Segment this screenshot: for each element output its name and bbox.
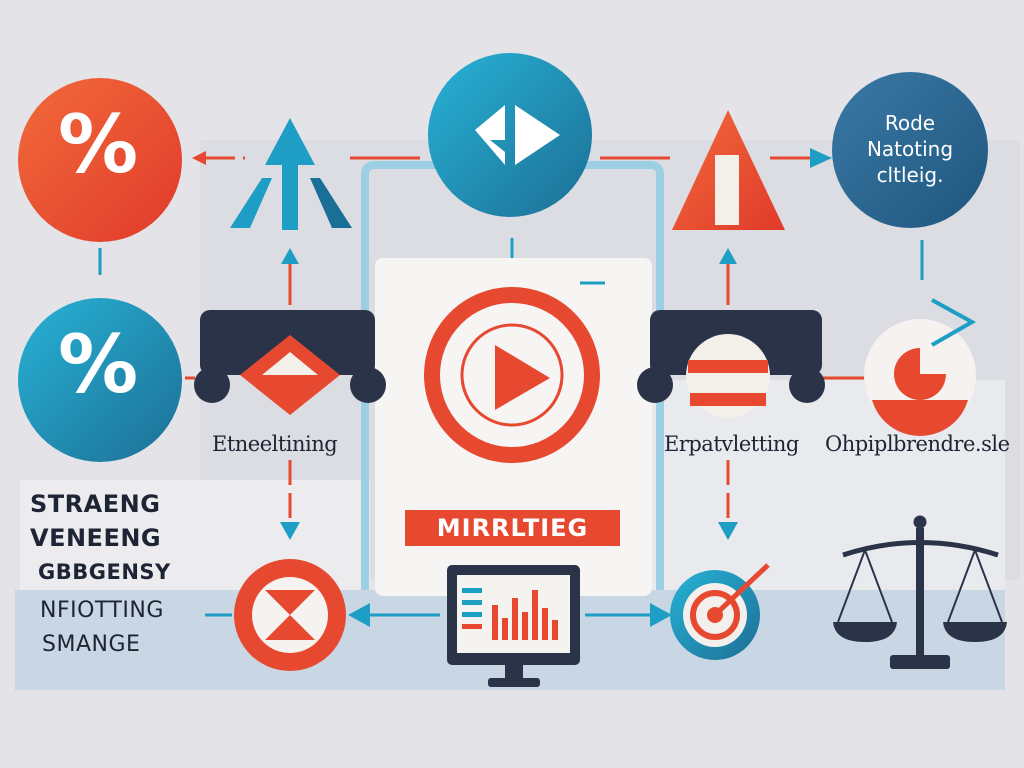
cancel-circle-icon: [234, 559, 346, 671]
circle-text-line: Rode: [884, 111, 936, 135]
circle-text-line: cltleig.: [876, 163, 944, 187]
right-vehicle-label: Erpatvletting: [664, 432, 799, 456]
percent-circle-mid: [18, 298, 182, 462]
fast-forward-circle: [428, 53, 592, 217]
percent-label-top: %: [58, 98, 139, 191]
play-button-icon: [424, 287, 600, 463]
text-circle: [832, 72, 988, 228]
left-vehicle-label: Etneeltining: [212, 432, 338, 456]
left-vehicle-icon: [194, 310, 386, 415]
target-icon: [670, 563, 770, 660]
percent-label-mid: %: [58, 318, 139, 411]
side-text-line: GBBGENSY: [38, 560, 171, 584]
side-text-line: SMANGE: [42, 632, 141, 657]
pie-label: Ohpiplbrendre.sle: [825, 432, 1010, 456]
side-text-line: VENEENG: [30, 524, 162, 552]
warning-triangle-icon: [672, 110, 785, 230]
right-vehicle-icon: [637, 310, 825, 418]
pie-chart-icon: [864, 298, 977, 436]
side-text-line: NFIOTTING: [40, 598, 164, 623]
balance-scale-icon: [833, 515, 1007, 669]
fast-forward-icon: [475, 105, 505, 165]
circle-text: Rode Natoting cltleig.: [832, 110, 988, 188]
up-arrow-icon: [230, 118, 352, 230]
center-badge-label: MIRRLTIEG: [436, 514, 589, 542]
side-text-line: STRAENG: [30, 490, 161, 518]
monitor-chart-icon: [447, 565, 580, 687]
percent-circle-top: [18, 78, 182, 242]
circle-text-line: Natoting: [866, 137, 954, 161]
center-card: [375, 258, 652, 596]
